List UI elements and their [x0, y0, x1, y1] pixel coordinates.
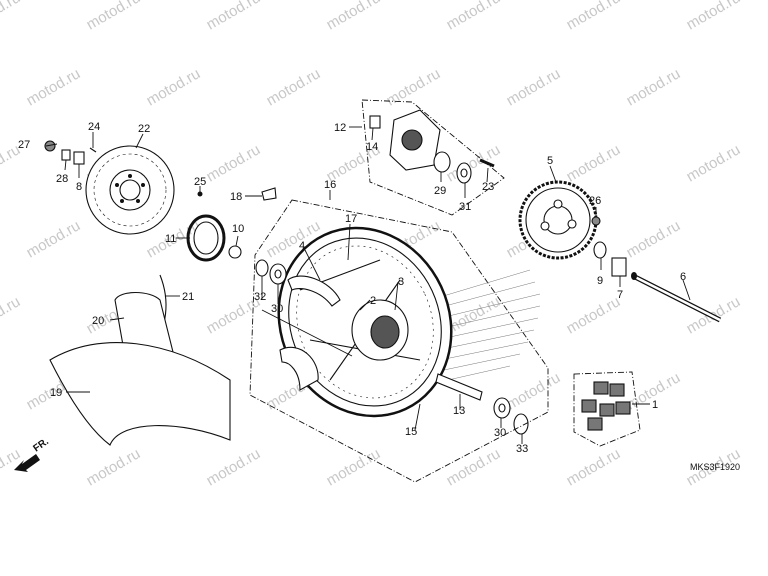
watermark-text: motod.ru: [324, 0, 384, 33]
watermark-text: motod.ru: [444, 141, 504, 185]
watermark-text: motod.ru: [504, 369, 564, 413]
adjuster-7: [611, 257, 627, 277]
callout-21: 21: [182, 291, 194, 303]
nut-27: [44, 140, 56, 152]
callout-8: 8: [76, 181, 82, 193]
callout-29: 29: [434, 185, 446, 197]
callout-19: 19: [50, 387, 62, 399]
callout-14: 14: [366, 141, 378, 153]
bolt-24: [89, 147, 97, 153]
callout-27: 27: [18, 139, 30, 151]
callout-6: 6: [680, 271, 686, 283]
callout-22: 22: [138, 123, 150, 135]
watermark-text: motod.ru: [564, 293, 624, 337]
collar-10: [228, 245, 242, 259]
callout-18: 18: [230, 191, 242, 203]
sprocket: [518, 180, 601, 260]
callout-labels: 1 2 3 4 5 6 7 8 9 10 11 12 13 14 15 16 1…: [18, 121, 686, 455]
sensor-ring: [186, 214, 226, 262]
watermark-text: motod.ru: [204, 141, 264, 185]
callout-25: 25: [194, 176, 206, 188]
direction-label: FR.: [31, 436, 51, 454]
watermark-text: motod.ru: [0, 293, 23, 337]
tire-parts: [49, 274, 231, 446]
callout-20: 20: [92, 315, 104, 327]
watermark-text: motod.ru: [444, 0, 504, 33]
bolt-25: [197, 191, 203, 197]
callout-1: 1: [652, 399, 658, 411]
callout-24: 24: [88, 121, 100, 133]
watermark-text: motod.ru: [624, 217, 684, 261]
watermark-text: motod.ru: [24, 217, 84, 261]
wheel-assembly-bracket: [249, 199, 549, 483]
spacer: [435, 373, 483, 401]
leader-lines: [45, 126, 691, 444]
collar-9: [593, 241, 607, 259]
damper-assembly-bracket: [573, 371, 641, 447]
callout-3: 3: [398, 276, 404, 288]
watermark-text: motod.ru: [384, 65, 444, 109]
callout-32: 32: [254, 291, 266, 303]
watermark-text: motod.ru: [444, 445, 504, 489]
bearing-14: [369, 115, 381, 129]
callout-30-left: 30: [271, 303, 283, 315]
callout-31: 31: [459, 201, 471, 213]
hub-flange: [369, 109, 495, 184]
watermark-text: motod.ru: [624, 65, 684, 109]
watermark-text: motod.ru: [264, 65, 324, 109]
callout-9: 9: [597, 275, 603, 287]
watermark-text: motod.ru: [324, 445, 384, 489]
watermark-text: motod.ru: [504, 65, 564, 109]
watermark-text: motod.ru: [564, 0, 624, 33]
mud-guard: [49, 342, 231, 446]
watermark-text: motod.ru: [204, 0, 264, 33]
nut-26: [591, 216, 601, 226]
damper-set: [581, 381, 631, 431]
callout-2: 2: [370, 295, 376, 307]
arrow-icon: [14, 454, 40, 472]
callout-7: 7: [617, 289, 623, 301]
callout-15: 15: [405, 426, 417, 438]
diagram-code: MKS3F1920: [690, 462, 740, 472]
axle-parts: [593, 241, 722, 323]
watermark-text: motod.ru: [564, 445, 624, 489]
right-bearings: [493, 397, 529, 435]
left-bearings: [255, 259, 287, 285]
hub-assembly-bracket: [361, 99, 505, 216]
callout-11: 11: [165, 233, 176, 245]
watermark-text: motod.ru: [564, 141, 624, 185]
callout-23: 23: [482, 181, 494, 193]
disc-hardware: [44, 140, 277, 259]
watermark-text: motod.ru: [144, 65, 204, 109]
watermark-text: motod.ru: [84, 0, 144, 33]
callout-26: 26: [589, 195, 601, 207]
brake-shoe: [279, 275, 341, 391]
watermark-text: motod.ru: [24, 65, 84, 109]
callout-30-right: 30: [494, 427, 506, 439]
assembly-brackets: [249, 99, 641, 483]
watermark-text: motod.ru: [84, 445, 144, 489]
watermark-text: motod.ru: [204, 445, 264, 489]
callout-13: 13: [453, 405, 465, 417]
callout-4: 4: [299, 240, 305, 252]
callout-10: 10: [232, 223, 244, 235]
callout-16: 16: [324, 179, 336, 191]
callout-5: 5: [547, 155, 553, 167]
watermark-text: motod.ru: [0, 0, 23, 33]
washer-28: [61, 149, 71, 161]
callout-12: 12: [334, 122, 346, 134]
callout-33: 33: [516, 443, 528, 455]
watermark-text: motod.ru: [684, 0, 744, 33]
callout-17: 17: [345, 213, 357, 225]
valve-18: [261, 187, 277, 201]
plate-8: [73, 151, 85, 165]
callout-28: 28: [56, 173, 68, 185]
brake-disc: [85, 145, 175, 235]
watermark-text: motod.ru: [684, 141, 744, 185]
